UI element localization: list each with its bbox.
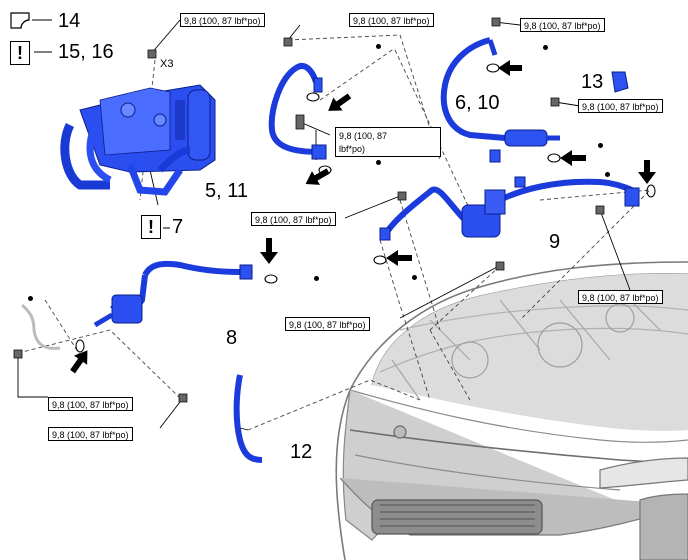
solid-leader-lines (17, 19, 631, 431)
o-ring (646, 184, 656, 198)
bolt (550, 97, 560, 107)
torque-spec-box: 9,8 (100, 87 lbf*po) (48, 427, 133, 441)
dot-marker (598, 143, 603, 148)
o-ring (486, 63, 500, 73)
bolt (178, 393, 188, 403)
tape-wrap-icon (10, 12, 30, 29)
torque-spec-box: 9,8 (100, 87 lbf*po) (251, 212, 336, 226)
exclamation-mark-icon: ! (141, 215, 161, 239)
callout-13: 13 (581, 71, 604, 93)
bracket-13 (611, 71, 629, 93)
bolt (495, 261, 505, 271)
exclamation-mark-icon: ! (10, 41, 30, 65)
arrows (70, 60, 656, 374)
o-ring (373, 255, 387, 265)
callout-12: 12 (290, 441, 313, 463)
bolt (283, 37, 293, 47)
bolt (397, 191, 407, 201)
torque-spec-box: 9,8 (100, 87 lbf*po) (349, 13, 434, 27)
compressor-hose-9 (379, 176, 640, 241)
arrow-icon (638, 160, 656, 184)
dot-marker (28, 296, 33, 301)
callout-7: 7 (172, 216, 184, 238)
vehicle-front-illustration (335, 261, 688, 560)
arrow-icon (260, 238, 278, 264)
callout-6-10: 6, 10 (455, 92, 500, 114)
dot-marker (412, 275, 417, 280)
arrow-icon (386, 250, 412, 266)
bolts (13, 17, 605, 403)
arrow-icon (328, 93, 352, 111)
hose-5-11 (268, 62, 327, 160)
quantity-multiplier: X3 (160, 58, 174, 70)
o-ring (75, 339, 85, 353)
gray-pipe (21, 303, 61, 350)
dot-marker (605, 172, 610, 177)
callout-15-16: 15, 16 (58, 41, 114, 63)
dashed-leader-lines (17, 34, 652, 431)
bolt (491, 17, 501, 27)
arrow-icon (70, 350, 88, 374)
bolt (595, 205, 605, 215)
callout-14: 14 (58, 10, 81, 32)
o-ring (264, 274, 278, 284)
torque-spec-box: 9,8 (100, 87 lbf*po) (285, 317, 370, 331)
torque-spec-box: 9,8 (100, 87 lbf*po) (48, 397, 133, 411)
torque-spec-box: 9,8 (100, 87 lbf*po) (578, 99, 663, 113)
callout-9: 9 (549, 231, 561, 253)
hose-12 (233, 374, 263, 463)
dot-marker (376, 160, 381, 165)
torque-spec-box: 9,8 (100, 87 lbf*po) (578, 290, 663, 304)
dot-marker (376, 44, 381, 49)
torque-spec-box: 9,8 (100, 87 lbf*po) (180, 13, 265, 27)
o-ring (547, 153, 561, 163)
ac-unit-assembly (60, 84, 216, 196)
callout-8: 8 (226, 327, 238, 349)
dot-marker (314, 276, 319, 281)
torque-spec-box: 9,8 (100, 87 lbf*po) (520, 18, 605, 32)
hose-8 (93, 260, 253, 328)
arrow-icon (498, 60, 522, 76)
arrow-icon (305, 168, 330, 185)
dot-marker (543, 45, 548, 50)
o-ring (306, 92, 320, 102)
callout-5-11: 5, 11 (205, 180, 248, 202)
hose-6-10 (440, 37, 560, 163)
blue-components (21, 37, 640, 463)
arrow-icon (560, 150, 586, 166)
bolt (147, 49, 157, 59)
bolt (13, 349, 23, 359)
bolt (295, 114, 305, 130)
